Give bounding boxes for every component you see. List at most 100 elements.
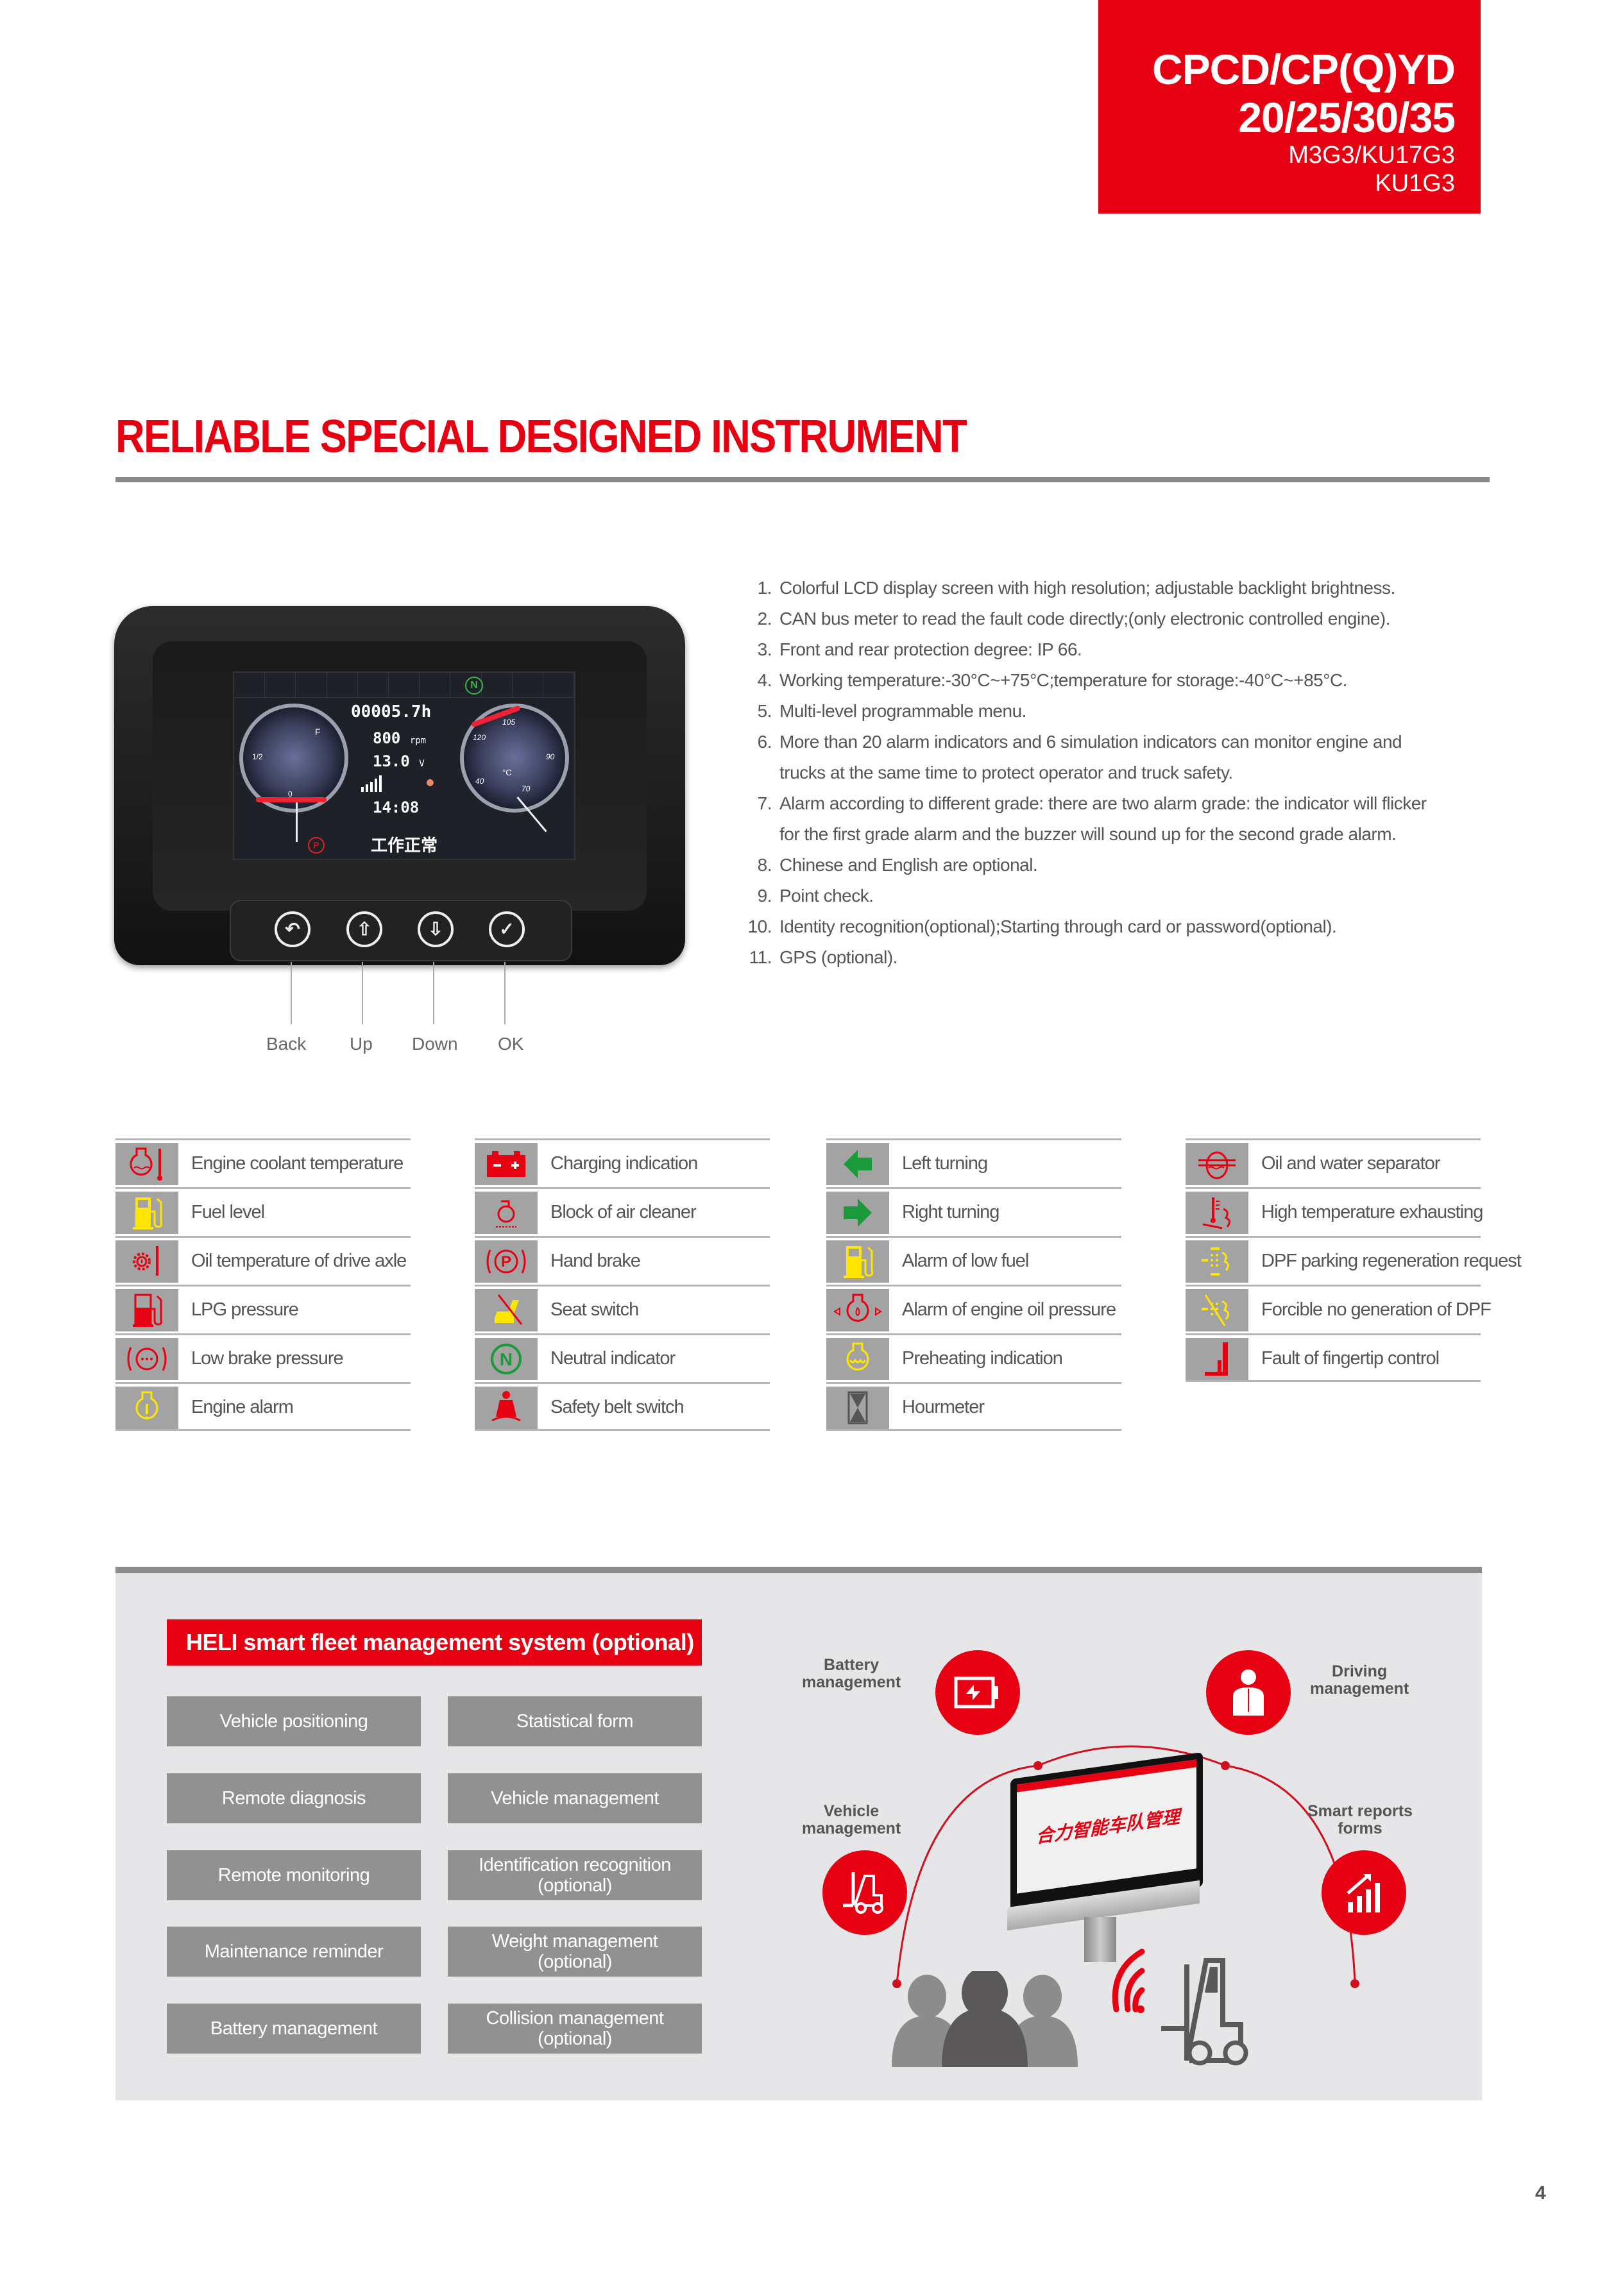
- down-leader-line: [433, 962, 434, 1024]
- feature-item: 9.Point check.: [757, 886, 874, 906]
- voltage-unit: V: [419, 759, 425, 769]
- indicator-row: Fuel level: [115, 1187, 411, 1236]
- feature-item: 2.CAN bus meter to read the fault code d…: [757, 609, 1391, 629]
- vehicle-management-icon: [822, 1850, 907, 1935]
- model-line-2: 20/25/30/35: [1238, 94, 1456, 141]
- driving-management-icon: [1206, 1650, 1291, 1735]
- title-divider: [115, 477, 1490, 482]
- indicator-row: Seat switch: [475, 1285, 770, 1333]
- indicator-row: Left turning: [826, 1138, 1121, 1187]
- up-button[interactable]: ⇧: [346, 911, 382, 947]
- rpm-unit: rpm: [409, 736, 427, 746]
- svg-text:N: N: [500, 1349, 513, 1369]
- indicator-row: P Hand brake: [475, 1236, 770, 1285]
- indicator-column-1: Engine coolant temperature Fuel level Oi…: [115, 1138, 411, 1431]
- indicator-row: Hourmeter: [826, 1382, 1121, 1431]
- fuel-gauge-label-half: 1/2: [252, 752, 263, 761]
- feature-item: 4.Working temperature:-30°C~+75°C;temper…: [757, 670, 1348, 690]
- smart-reports-icon: [1322, 1850, 1406, 1935]
- fuel-gauge-label-f: F: [315, 727, 321, 737]
- indicator-row: Safety belt switch: [475, 1382, 770, 1431]
- neutral-icon: N: [475, 1338, 538, 1380]
- coolant-label-105: 105: [502, 718, 516, 727]
- feature-item-continued: trucks at the same time to protect opera…: [779, 763, 1233, 782]
- ok-button[interactable]: ✓: [489, 911, 525, 947]
- fingertip-control-icon: [1186, 1338, 1248, 1380]
- seat-belt-icon: [475, 1387, 538, 1429]
- fleet-management-panel: HELI smart fleet management system (opti…: [115, 1567, 1482, 2100]
- page-number: 4: [1535, 2182, 1546, 2204]
- fleet-feature-statistical-form: Statistical form: [448, 1696, 702, 1746]
- keypad: ↶ ⇧ ⇩ ✓: [230, 900, 572, 961]
- fleet-title: HELI smart fleet management system (opti…: [167, 1619, 702, 1666]
- down-button[interactable]: ⇩: [418, 911, 454, 947]
- monitor-display: 合力智能车队管理: [1017, 1759, 1196, 1894]
- ok-leader-line: [504, 962, 506, 1024]
- fleet-feature-weight-management: Weight management(optional): [448, 1927, 702, 1977]
- coolant-temp-icon: [115, 1143, 178, 1185]
- fuel-pump-icon: [115, 1192, 178, 1234]
- feature-item: 11.GPS (optional).: [749, 947, 898, 967]
- fuel-red-zone: [256, 797, 327, 802]
- lcd-status-message: 工作正常: [370, 836, 438, 855]
- indicator-row: Oil temperature of drive axle: [115, 1236, 411, 1285]
- indicator-column-4: Oil and water separator High temperature…: [1186, 1138, 1522, 1382]
- people-group-icon: [892, 1971, 1078, 2067]
- exhaust-temp-icon: [1186, 1192, 1248, 1234]
- fleet-feature-remote-monitoring: Remote monitoring: [167, 1850, 421, 1900]
- svg-text:P: P: [501, 1253, 511, 1270]
- feature-item: 5.Multi-level programmable menu.: [757, 701, 1027, 721]
- back-button[interactable]: ↶: [275, 911, 310, 947]
- coolant-needle: [516, 797, 547, 832]
- engine-line-2: KU1G3: [1375, 170, 1455, 197]
- model-header-box: CPCD/CP(Q)YD 20/25/30/35 M3G3/KU17G3 KU1…: [1098, 0, 1481, 214]
- back-label: Back: [266, 1034, 307, 1054]
- coolant-unit: °C: [502, 768, 512, 777]
- battery-icon: [475, 1143, 538, 1185]
- indicator-row: Alarm of engine oil pressure: [826, 1285, 1121, 1333]
- ok-label: OK: [498, 1034, 524, 1054]
- water-separator-icon: [1186, 1143, 1248, 1185]
- indicator-row: Fault of fingertip control: [1186, 1333, 1481, 1382]
- indicator-row: Right turning: [826, 1187, 1121, 1236]
- indicator-row: Low brake pressure: [115, 1333, 411, 1382]
- fleet-feature-collision-management: Collision management(optional): [448, 2004, 702, 2054]
- feature-list: 1.Colorful LCD display screen with high …: [741, 573, 1511, 973]
- gps-pin-icon: ●: [427, 775, 434, 789]
- lpg-pump-icon: [115, 1289, 178, 1331]
- air-cleaner-icon: [475, 1192, 538, 1234]
- voltage-value: 13.0: [373, 752, 410, 770]
- oil-pressure-icon: [826, 1289, 889, 1331]
- monitor-text: 合力智能车队管理: [1036, 1806, 1180, 1847]
- lcd-warning-strip: [234, 673, 574, 698]
- indicator-column-3: Left turning Right turning Alarm of low …: [826, 1138, 1121, 1431]
- indicator-row: N Neutral indicator: [475, 1333, 770, 1382]
- fuel-gauge: F 1/2 0: [239, 704, 348, 842]
- feature-item: 6.More than 20 alarm indicators and 6 si…: [757, 732, 1402, 752]
- feature-item: 7.Alarm according to different grade: th…: [757, 793, 1427, 813]
- seat-icon: [475, 1289, 538, 1331]
- hand-brake-icon: P: [475, 1240, 538, 1283]
- indicator-row: Forcible no generation of DPF: [1186, 1285, 1492, 1333]
- indicator-row: Alarm of low fuel: [826, 1236, 1121, 1285]
- signal-bars-icon: [360, 775, 386, 792]
- indicator-row: High temperature exhausting: [1186, 1187, 1483, 1236]
- feature-item: 8.Chinese and English are optional.: [757, 855, 1038, 875]
- fleet-feature-maintenance-reminder: Maintenance reminder: [167, 1927, 421, 1977]
- hourglass-icon: [826, 1387, 889, 1429]
- model-line-1: CPCD/CP(Q)YD: [1152, 46, 1456, 93]
- monitor-stand: [1084, 1917, 1116, 1962]
- feature-item-continued: for the first grade alarm and the buzzer…: [779, 824, 1397, 844]
- arrow-right-icon: [826, 1192, 889, 1234]
- preheat-icon: [826, 1338, 889, 1380]
- rpm-readout: 800 rpm: [373, 729, 426, 747]
- clock-value: 14:08: [373, 798, 420, 816]
- fleet-feature-remote-diagnosis: Remote diagnosis: [167, 1773, 421, 1823]
- indicator-row: Oil and water separator: [1186, 1138, 1481, 1187]
- indicator-row: LPG pressure: [115, 1285, 411, 1333]
- indicator-row: DPF parking regeneration request: [1186, 1236, 1522, 1285]
- rpm-value: 800: [373, 729, 401, 747]
- fleet-feature-vehicle-positioning: Vehicle positioning: [167, 1696, 421, 1746]
